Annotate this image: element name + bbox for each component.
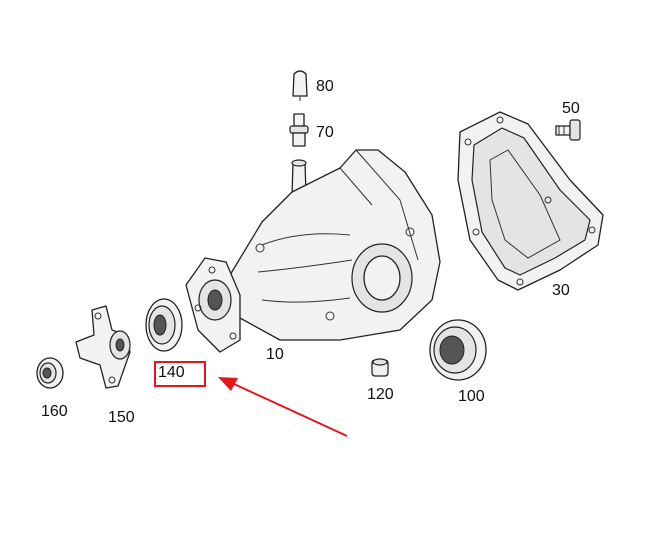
part-100-seal[interactable] xyxy=(429,319,487,381)
part-30-cover[interactable] xyxy=(457,111,604,291)
part-140-seal[interactable] xyxy=(145,298,183,352)
label-80: 80 xyxy=(316,78,334,95)
label-140: 140 xyxy=(158,364,185,381)
part-150-flange[interactable] xyxy=(75,305,131,389)
highlight-box xyxy=(154,361,206,387)
part-50-bolt[interactable] xyxy=(555,119,581,141)
highlight-arrow xyxy=(218,377,348,437)
label-100: 100 xyxy=(458,388,485,405)
part-120-bushing[interactable] xyxy=(371,358,389,377)
label-10: 10 xyxy=(266,346,284,363)
label-50: 50 xyxy=(562,100,580,117)
part-10-housing[interactable] xyxy=(185,149,441,353)
label-120: 120 xyxy=(367,386,394,403)
label-30: 30 xyxy=(552,282,570,299)
label-150: 150 xyxy=(108,409,135,426)
label-160: 160 xyxy=(41,403,68,420)
part-80-cap[interactable] xyxy=(292,70,308,101)
part-160-nut[interactable] xyxy=(36,357,64,389)
part-70-vent[interactable] xyxy=(289,113,309,147)
label-70: 70 xyxy=(316,124,334,141)
